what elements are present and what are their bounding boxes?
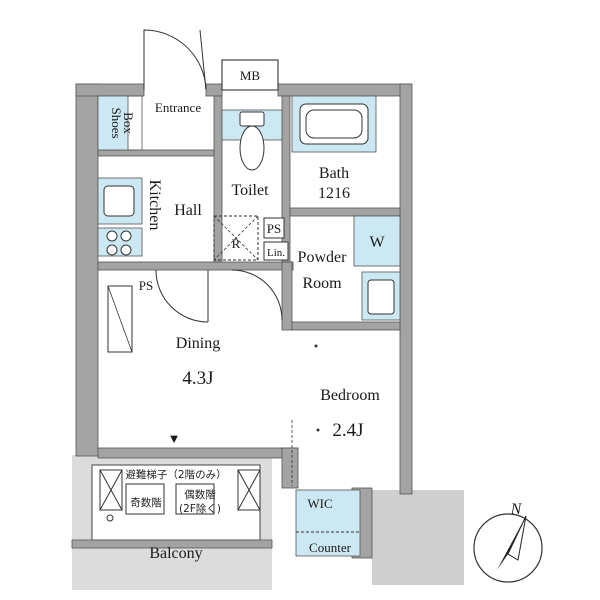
kitchen-fixtures [103, 185, 135, 256]
powder-room-label-2: Room [302, 275, 342, 292]
dining-label: Dining [176, 335, 220, 352]
washer-label: W [369, 234, 385, 251]
shoes-box-label-1: Shoes [109, 107, 124, 138]
ladder-note: 避難梯子（2階のみ） [125, 468, 226, 481]
bedroom-size-label: 2.4J [332, 420, 363, 441]
compass: N [473, 501, 543, 583]
ps-upper-box [263, 217, 285, 239]
exterior-walls [71, 83, 413, 559]
entrance-label: Entrance [155, 100, 201, 115]
toilet-label: Toilet [231, 182, 269, 199]
bathtub [299, 103, 369, 145]
north-label: N [510, 501, 523, 518]
mb-box [221, 59, 279, 91]
powder-room-label-1: Powder [298, 249, 348, 266]
even-floors-note: 偶数階 [184, 488, 216, 501]
entrance-door[interactable] [143, 29, 207, 91]
dining-door[interactable] [155, 269, 283, 323]
balcony-label: Balcony [149, 545, 202, 562]
mb-label: MB [240, 68, 261, 83]
odd-floors-note: 奇数階 [130, 496, 162, 509]
ps-lower-label: PS [139, 278, 153, 293]
refrigerator-space [213, 215, 259, 261]
ps-upper-label: PS [267, 221, 281, 236]
toilet-fixture [239, 111, 265, 171]
counter-label: Counter [309, 540, 352, 555]
hall-label: Hall [174, 202, 202, 219]
bath-size-label: 1216 [318, 185, 350, 202]
evacuation-hatches [99, 469, 261, 522]
linen-box [263, 241, 289, 261]
refrigerator-label: R [232, 236, 241, 251]
kitchen-label: Kitchen [146, 180, 163, 231]
dining-size-label: 4.3J [182, 368, 213, 389]
linen-label: Lin. [267, 247, 285, 259]
shoes-box-label-2: Box [121, 112, 136, 134]
wic-label: WIC [307, 496, 332, 511]
outdoor-block [372, 490, 464, 585]
bath-label: Bath [319, 165, 349, 182]
vanity-sink [367, 279, 395, 315]
dining-window-marker: ▼ [168, 431, 181, 446]
bedroom-label: Bedroom [320, 387, 380, 404]
except-2f-note: (2F除く) [179, 502, 221, 515]
